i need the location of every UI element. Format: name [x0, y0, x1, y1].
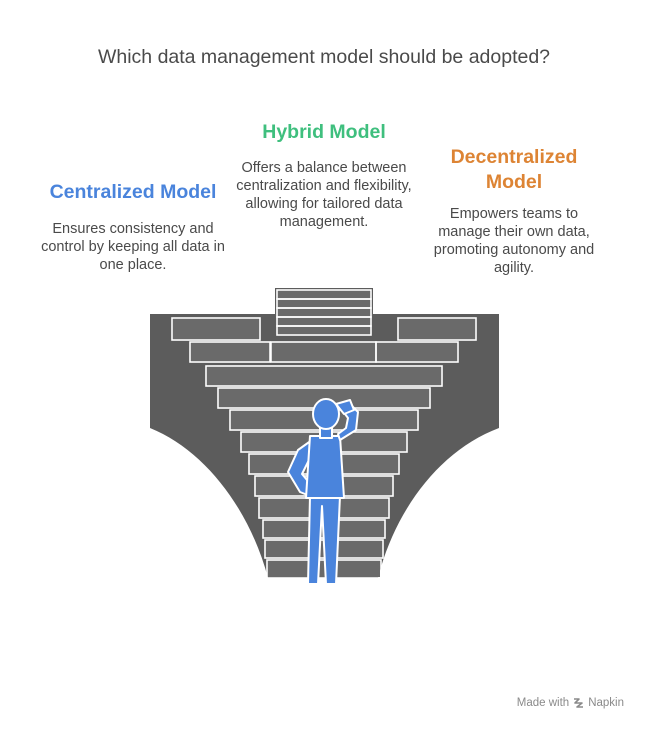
napkin-credit: Made with Napkin	[517, 697, 624, 709]
napkin-logo-icon	[574, 698, 584, 708]
stair-step-face	[268, 561, 380, 577]
brand-label: Napkin	[588, 697, 624, 709]
made-with-label: Made with	[516, 697, 570, 709]
decentralized-title: Decentralized Model	[450, 146, 578, 193]
right-upper-ledge	[397, 317, 477, 341]
tower-board-face	[278, 318, 370, 325]
right-second-ledge-face	[377, 343, 457, 361]
decentralized-description: Empowers teams to manage their own data,…	[433, 206, 595, 276]
centralized-description: Ensures consistency and control by keepi…	[41, 221, 225, 273]
stair-step	[205, 365, 443, 387]
left-second-ledge	[189, 341, 271, 363]
tower-board-face	[278, 327, 370, 334]
tower-board-face	[278, 291, 370, 298]
centralized-title: Centralized Model	[49, 181, 217, 203]
hybrid-title: Hybrid Model	[262, 121, 386, 143]
tower-board	[276, 325, 372, 336]
thinking-person-figure	[287, 398, 359, 585]
tower-board-face	[278, 309, 370, 316]
center-second-ledge	[270, 341, 377, 363]
page-title: Which data management model should be ad…	[97, 46, 551, 68]
left-second-ledge-face	[191, 343, 269, 361]
hybrid-description: Offers a balance between centralization …	[236, 160, 412, 230]
stair-step-face	[207, 367, 441, 385]
stair-step-face	[219, 389, 429, 407]
right-upper-ledge-face	[399, 319, 475, 339]
tower-board-face	[278, 300, 370, 307]
left-upper-ledge	[171, 317, 261, 341]
center-second-ledge-face	[272, 343, 375, 361]
left-upper-ledge-face	[173, 319, 259, 339]
